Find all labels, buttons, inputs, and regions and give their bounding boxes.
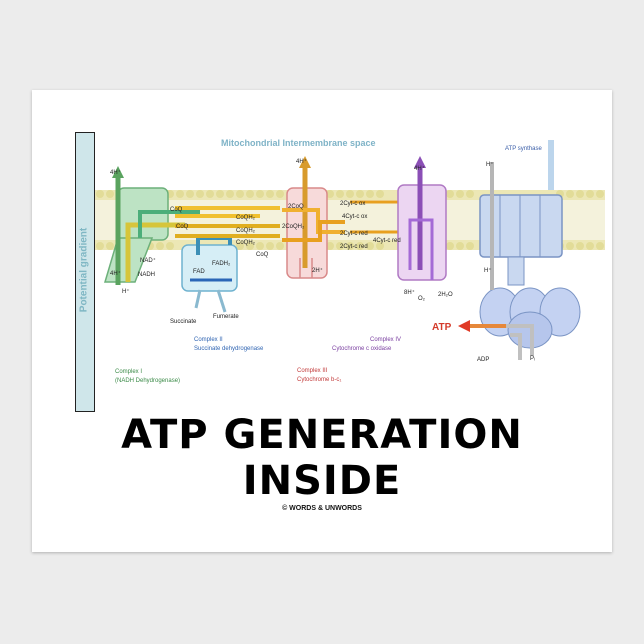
- complex-4-protein: [397, 156, 447, 281]
- proton-label: H⁺: [122, 288, 130, 295]
- complex-3-protein: [282, 156, 345, 279]
- proton-label: 2H⁺: [312, 267, 323, 274]
- coq-label: CoQ: [176, 224, 189, 230]
- cytochrome-label: 4Cyt-c ox: [342, 214, 367, 220]
- copyright-credit: © WORDS & UNWORDS: [282, 505, 362, 512]
- fadh2-label: FADH₂: [212, 261, 231, 267]
- complex-3-subtitle: Cytochrome b-c₁: [297, 377, 341, 383]
- nad-label: NAD⁺: [140, 257, 156, 264]
- coq-label: CoQ: [170, 207, 183, 213]
- proton-label: 4H⁺: [110, 169, 121, 176]
- coqh2-label: 2CoQH₂: [282, 224, 305, 230]
- proton-label: 4H⁺: [414, 165, 425, 172]
- cytochrome-label: 2Cyt-c red: [340, 231, 368, 237]
- fad-label: FAD: [193, 269, 205, 275]
- complex-3-name: Complex III: [297, 368, 328, 374]
- water-label: 2H₂O: [438, 292, 453, 298]
- oxygen-label: O₂: [418, 296, 426, 302]
- complex-1-name: Complex I: [115, 369, 142, 375]
- atp-synthase-label: ATP synthase: [505, 146, 542, 152]
- coqh2-label: CoQH₂: [236, 215, 256, 221]
- coq-arrows: [175, 206, 280, 238]
- intermembrane-space-label: Mitochondrial Intermembrane space: [221, 138, 376, 148]
- proton-label: 4H⁺: [110, 270, 121, 277]
- succinate-label: Succinate: [170, 319, 197, 325]
- cytochrome-label: 4Cyt-c red: [373, 238, 401, 244]
- complex-4-subtitle: Cytochrome c oxidase: [332, 346, 392, 352]
- coq-label: 2CoQ: [288, 204, 304, 210]
- cytochrome-c-arrows: [350, 200, 400, 234]
- coqh2-label: CoQH₂: [236, 240, 256, 246]
- complex-2-subtitle: Succinate dehydrogenase: [194, 346, 264, 352]
- nadh-label: NADH: [138, 272, 155, 278]
- proton-label: 8H⁺: [404, 289, 415, 296]
- potential-gradient-bar: [75, 132, 95, 412]
- complex-2-protein: [181, 236, 238, 313]
- atp-synthase-protein: [458, 140, 581, 360]
- complex-2-name: Complex II: [194, 337, 223, 343]
- complex-1-subtitle: (NADH Dehydrogenase): [115, 378, 180, 384]
- complex-4-name: Complex IV: [370, 337, 401, 343]
- phosphate-label: Pᵢ: [530, 356, 535, 362]
- coqh2-label: CoQH₂: [236, 228, 256, 234]
- atp-label: ATP: [432, 322, 452, 333]
- fumerate-label: Fumerate: [213, 314, 239, 320]
- cytochrome-label: 2Cyt-c ox: [340, 201, 365, 207]
- proton-label: 4H⁺: [296, 158, 307, 165]
- coq-label: CoQ: [256, 252, 269, 258]
- adp-label: ADP: [477, 357, 489, 363]
- complex-1-protein: [103, 166, 200, 285]
- proton-label: H⁺: [484, 267, 492, 274]
- proton-label: H⁺: [486, 161, 494, 168]
- poster-title-line-1: ATP GENERATION: [121, 412, 523, 458]
- poster-title-line-2: INSIDE: [242, 458, 402, 504]
- cytochrome-label: 2Cyt-c red: [340, 244, 368, 250]
